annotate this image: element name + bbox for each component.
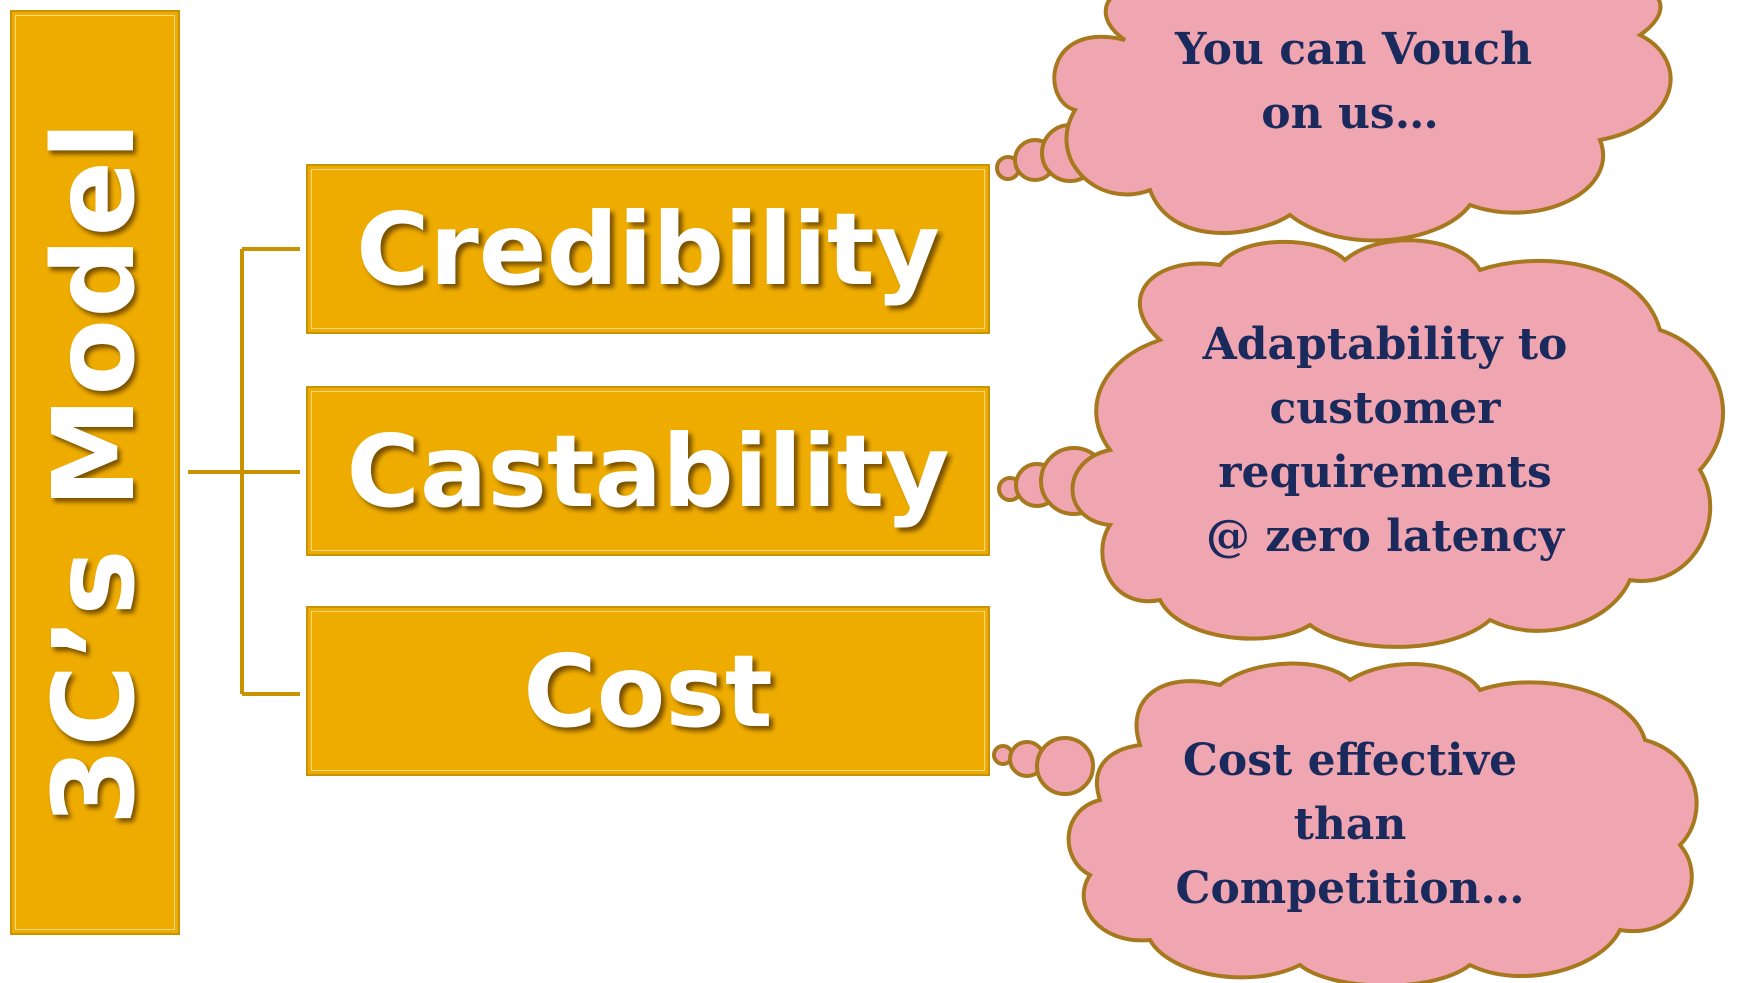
cloud-3-line-1: Cost effective [1182,735,1518,786]
credibility-box: Credibility [306,164,990,334]
cloud-1-line-1: You can Vouch [1175,24,1533,75]
castability-box: Castability [306,386,990,556]
cloud-3-line-2: than [1293,799,1407,850]
cost-box: Cost [306,606,990,776]
title-bar [10,10,180,935]
connector-lines [188,247,300,696]
thought-cloud-3 [992,661,1699,983]
castability-label: Castability [346,412,950,530]
cloud-2-text: Adaptability to customer requirements @ … [1195,313,1575,569]
thought-cloud-2 [997,238,1725,649]
cost-label: Cost [523,632,773,750]
cloud-3-text: Cost effective than Competition… [1170,729,1530,921]
credibility-label: Credibility [356,190,940,308]
cloud-2-line-4: @ zero latency [1205,511,1565,562]
thought-cloud-1 [995,0,1673,243]
cloud-2-line-1: Adaptability to [1202,319,1568,370]
cloud-2-line-3: requirements [1218,447,1552,498]
cloud-2-line-2: customer [1269,383,1501,434]
thought-bubble [1035,736,1095,796]
cloud-1-text: You can Vouch on us… [1175,18,1533,146]
model-title: 3C’s Model [30,120,160,826]
cloud-1-line-2: on us… [1261,88,1439,139]
cloud-3-line-3: Competition… [1175,863,1525,914]
